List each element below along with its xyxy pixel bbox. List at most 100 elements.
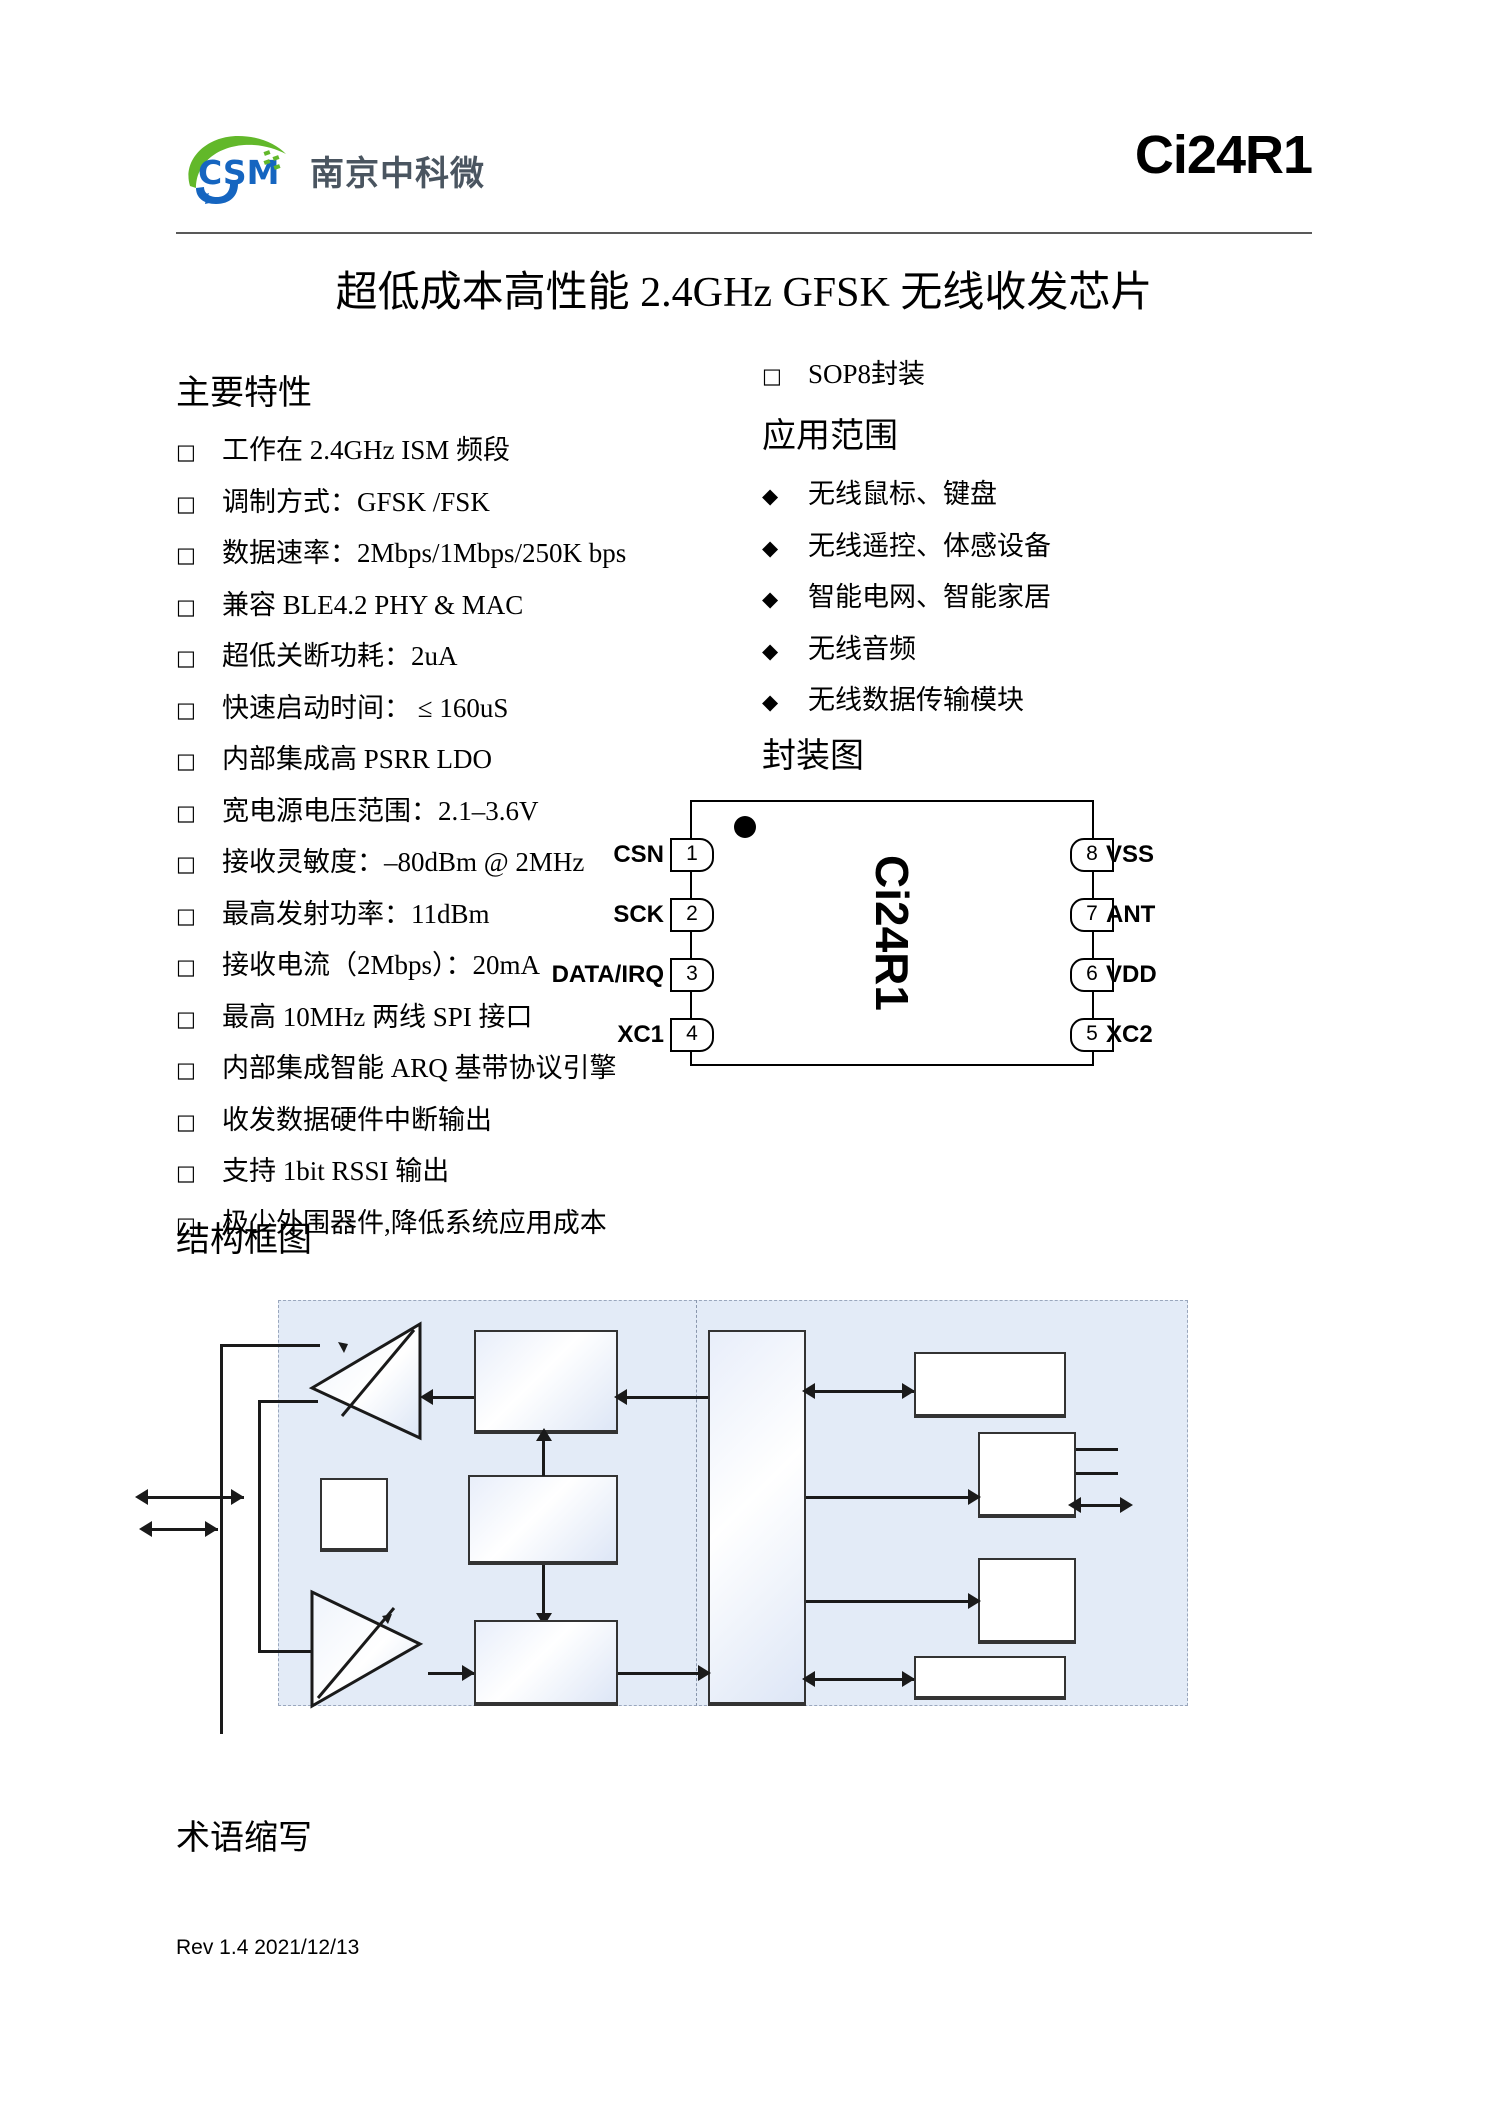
application-text-3: 智能电网、智能家居 [808,582,1051,612]
pin-6: 6 [1070,958,1114,992]
list-item: ◆无线音频 [762,627,1192,666]
application-text-2: 无线遥控、体感设备 [808,530,1051,561]
list-item: □ 宽电源电压范围：2.1–3.6V [176,789,696,828]
list-item: □ SOP8封装 [762,352,1182,391]
applications-list: ◆无线鼠标、键盘◆无线遥控、体感设备◆智能电网、智能家居◆无线音频◆无线数据传输… [762,472,1192,730]
osc-block [320,1478,388,1552]
square-bullet-icon: □ [176,1109,196,1134]
wire-tx-to-bb [618,1672,708,1675]
pin-2: 2 [670,898,714,932]
block-diagram-heading: 结构框图 [176,1222,312,1259]
feature-text-11: 接收电流（2Mbps）：20mA [222,950,541,980]
square-bullet-icon: □ [176,852,196,876]
arrow-spi-io-r [1120,1497,1133,1513]
pin-6-label: VDD [1106,961,1157,988]
list-item: □接收灵敏度：–80dBm @ 2MHz [176,840,696,879]
diamond-bullet-icon: ◆ [762,535,779,560]
wire-xtal-bus [152,1528,218,1531]
arrow-bb-spi [968,1489,981,1505]
list-item: □ 工作在 2.4GHz ISM 频段 [176,428,696,467]
wire-spi-io [1076,1504,1122,1507]
block-diagram-divider [696,1300,697,1706]
wire-left-outer [220,1344,223,1734]
feature-text-6: 快速启动时间： ≤ 160uS [222,692,509,723]
pin-1-label: CSN [613,841,664,868]
pin-7-label: ANT [1106,901,1156,928]
list-item: □ 内部集成高 PSRR LDO [176,737,696,776]
arrow-bb-reg [968,1593,981,1609]
wire-pa-top [258,1400,318,1403]
diamond-bullet-icon: ◆ [762,638,779,663]
features-list: □工作在 2.4GHz ISM 频段□调制方式：GFSK /FSK□数据速率：2… [176,428,696,1252]
pin-4-label: XC1 [617,1021,664,1048]
wire-bb-reg [806,1600,978,1603]
arrow-ant-left [135,1489,148,1505]
block-diagram [135,1300,1188,1734]
list-item: □快速启动时间： ≤ 160uS [176,686,696,725]
footer-revision: Rev 1.4 2021/12/13 [176,1936,360,1959]
wire-rx-to-lna [428,1396,474,1399]
application-text-5: 无线数据传输模块 [808,685,1024,715]
company-name-cn: 南京中科微 [310,155,485,193]
wire-pa-in [428,1672,474,1675]
arrow-synth-rx [536,1428,552,1441]
list-item: □ 最高发射功率：11dBm [176,892,696,931]
square-bullet-icon: □ [176,955,196,979]
feature-text-16: 极少外围器件,降低系统应用成本 [222,1207,607,1238]
company-logo: CSM 南京中科微 [176,124,484,214]
feature-text-5: 超低关断功耗：2uA [222,641,458,671]
list-item: □内部集成智能 ARQ 基带协议引擎 [176,1046,696,1085]
diamond-bullet-icon: ◆ [762,690,779,714]
synth-block [468,1475,618,1565]
pin-8: 8 [1070,838,1114,872]
wire-rx-to-bb [618,1396,708,1399]
feature-text-1: 工作在 2.4GHz ISM 频段 [222,435,510,465]
feature-text-4: 兼容 BLE4.2 PHY & MAC [222,589,524,620]
arrow-rx-to-bb [614,1389,627,1405]
spi-block [978,1432,1076,1518]
square-bullet-icon: □ [762,364,782,388]
list-item: □支持 1bit RSSI 输出 [176,1149,696,1188]
header-divider [176,232,1312,234]
pin-1: 1 [670,838,714,872]
arrow-rx-to-lna [420,1389,433,1405]
arrow-spi-io-l [1068,1497,1081,1513]
feature-text-13: 内部集成智能 ARQ 基带协议引擎 [222,1053,617,1083]
pin-5-label: XC2 [1106,1021,1153,1048]
wire-synth-tx [542,1565,545,1615]
list-item: □调制方式：GFSK /FSK [176,480,696,519]
list-item: ◆ 无线数据传输模块 [762,678,1192,717]
package-chip-label: Ci24R1 [866,855,918,1011]
wire-bb-power [806,1678,914,1681]
pin-5: 5 [1070,1018,1114,1052]
square-bullet-icon: □ [176,594,196,619]
square-bullet-icon: □ [176,646,196,670]
list-item: ◆智能电网、智能家居 [762,575,1192,614]
feature-text-8: 宽电源电压范围：2.1–3.6V [222,795,539,826]
square-bullet-icon: □ [176,749,196,773]
pin-7: 7 [1070,898,1114,932]
square-bullet-icon: □ [176,800,196,825]
feature-text-7: 内部集成高 PSRR LDO [222,744,493,774]
tx-block [474,1620,618,1706]
feature-text-10: 最高发射功率：11dBm [222,898,490,929]
square-bullet-icon: □ [176,903,196,928]
list-item: ◆无线鼠标、键盘 [762,472,1192,511]
page-header: CSM 南京中科微 Ci24R1 [176,118,1313,230]
feature-text-14: 收发数据硬件中断输出 [222,1104,492,1135]
pin-2-label: SCK [613,901,664,928]
square-bullet-icon: □ [176,491,196,516]
part-number-title: Ci24R1 [1134,125,1313,185]
wire-bb-spi [806,1496,978,1499]
list-item: □最高 10MHz 两线 SPI 接口 [176,995,696,1034]
arrow-bb-fifo-r [902,1383,915,1399]
arrow-xtal-right [205,1521,218,1537]
wire-bb-fifo [806,1390,914,1393]
square-bullet-icon: □ [176,1006,196,1031]
arrow-xtal-left [139,1521,152,1537]
square-bullet-icon: □ [176,440,196,464]
wire-pa-out [258,1650,318,1653]
arrow-bb-fifo-l [802,1383,815,1399]
wire-synth-rx [542,1434,545,1476]
fifo-block [914,1352,1066,1418]
